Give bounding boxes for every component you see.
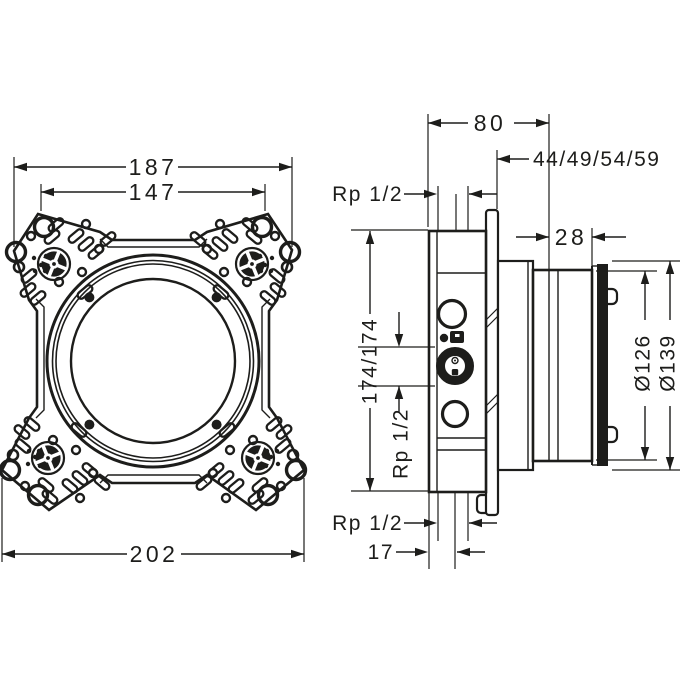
collar bbox=[496, 259, 535, 472]
screw-dot bbox=[84, 419, 95, 430]
dim-side-depth: 80 bbox=[474, 110, 507, 136]
edge-fold-line bbox=[261, 298, 271, 419]
dim-offset-bottom: 17 bbox=[368, 541, 394, 564]
front-view bbox=[0, 212, 308, 512]
edge-fold-line bbox=[99, 238, 208, 248]
dim-collar-depth: 28 bbox=[555, 224, 588, 250]
center-port bbox=[436, 347, 474, 385]
edge-fold-line bbox=[35, 298, 45, 419]
dim-side-depth-options: 44/49/54/59 bbox=[533, 148, 660, 171]
spray-glyph bbox=[451, 356, 459, 376]
dim-front-width-top: 187 bbox=[129, 154, 178, 180]
dim-diameter-body: Ø126 bbox=[632, 334, 655, 391]
dim-connection-bottom: Rp 1/2 bbox=[332, 512, 403, 535]
dim-diameter-flange: Ø139 bbox=[657, 334, 680, 391]
cylinder-body bbox=[531, 268, 594, 463]
side-view bbox=[427, 208, 619, 517]
dim-side-height: 174/174 bbox=[359, 318, 382, 404]
wall-flange bbox=[484, 208, 500, 517]
mounting-plate-outline bbox=[0, 212, 306, 512]
dimension-annotations: 187 147 202 80 44/49/54/59 Rp 1/2 bbox=[1, 110, 680, 569]
top-port bbox=[436, 298, 468, 330]
screw-dot bbox=[211, 419, 222, 430]
center-opening bbox=[45, 253, 261, 469]
bottom-port bbox=[440, 399, 470, 429]
dim-front-width-bottom: 202 bbox=[130, 541, 179, 567]
valve-icon bbox=[439, 331, 464, 343]
dim-front-width-inner: 147 bbox=[129, 179, 178, 205]
dim-connection-center: Rp 1/2 bbox=[390, 408, 413, 479]
end-cap bbox=[591, 264, 608, 466]
dim-connection-top: Rp 1/2 bbox=[332, 183, 403, 206]
